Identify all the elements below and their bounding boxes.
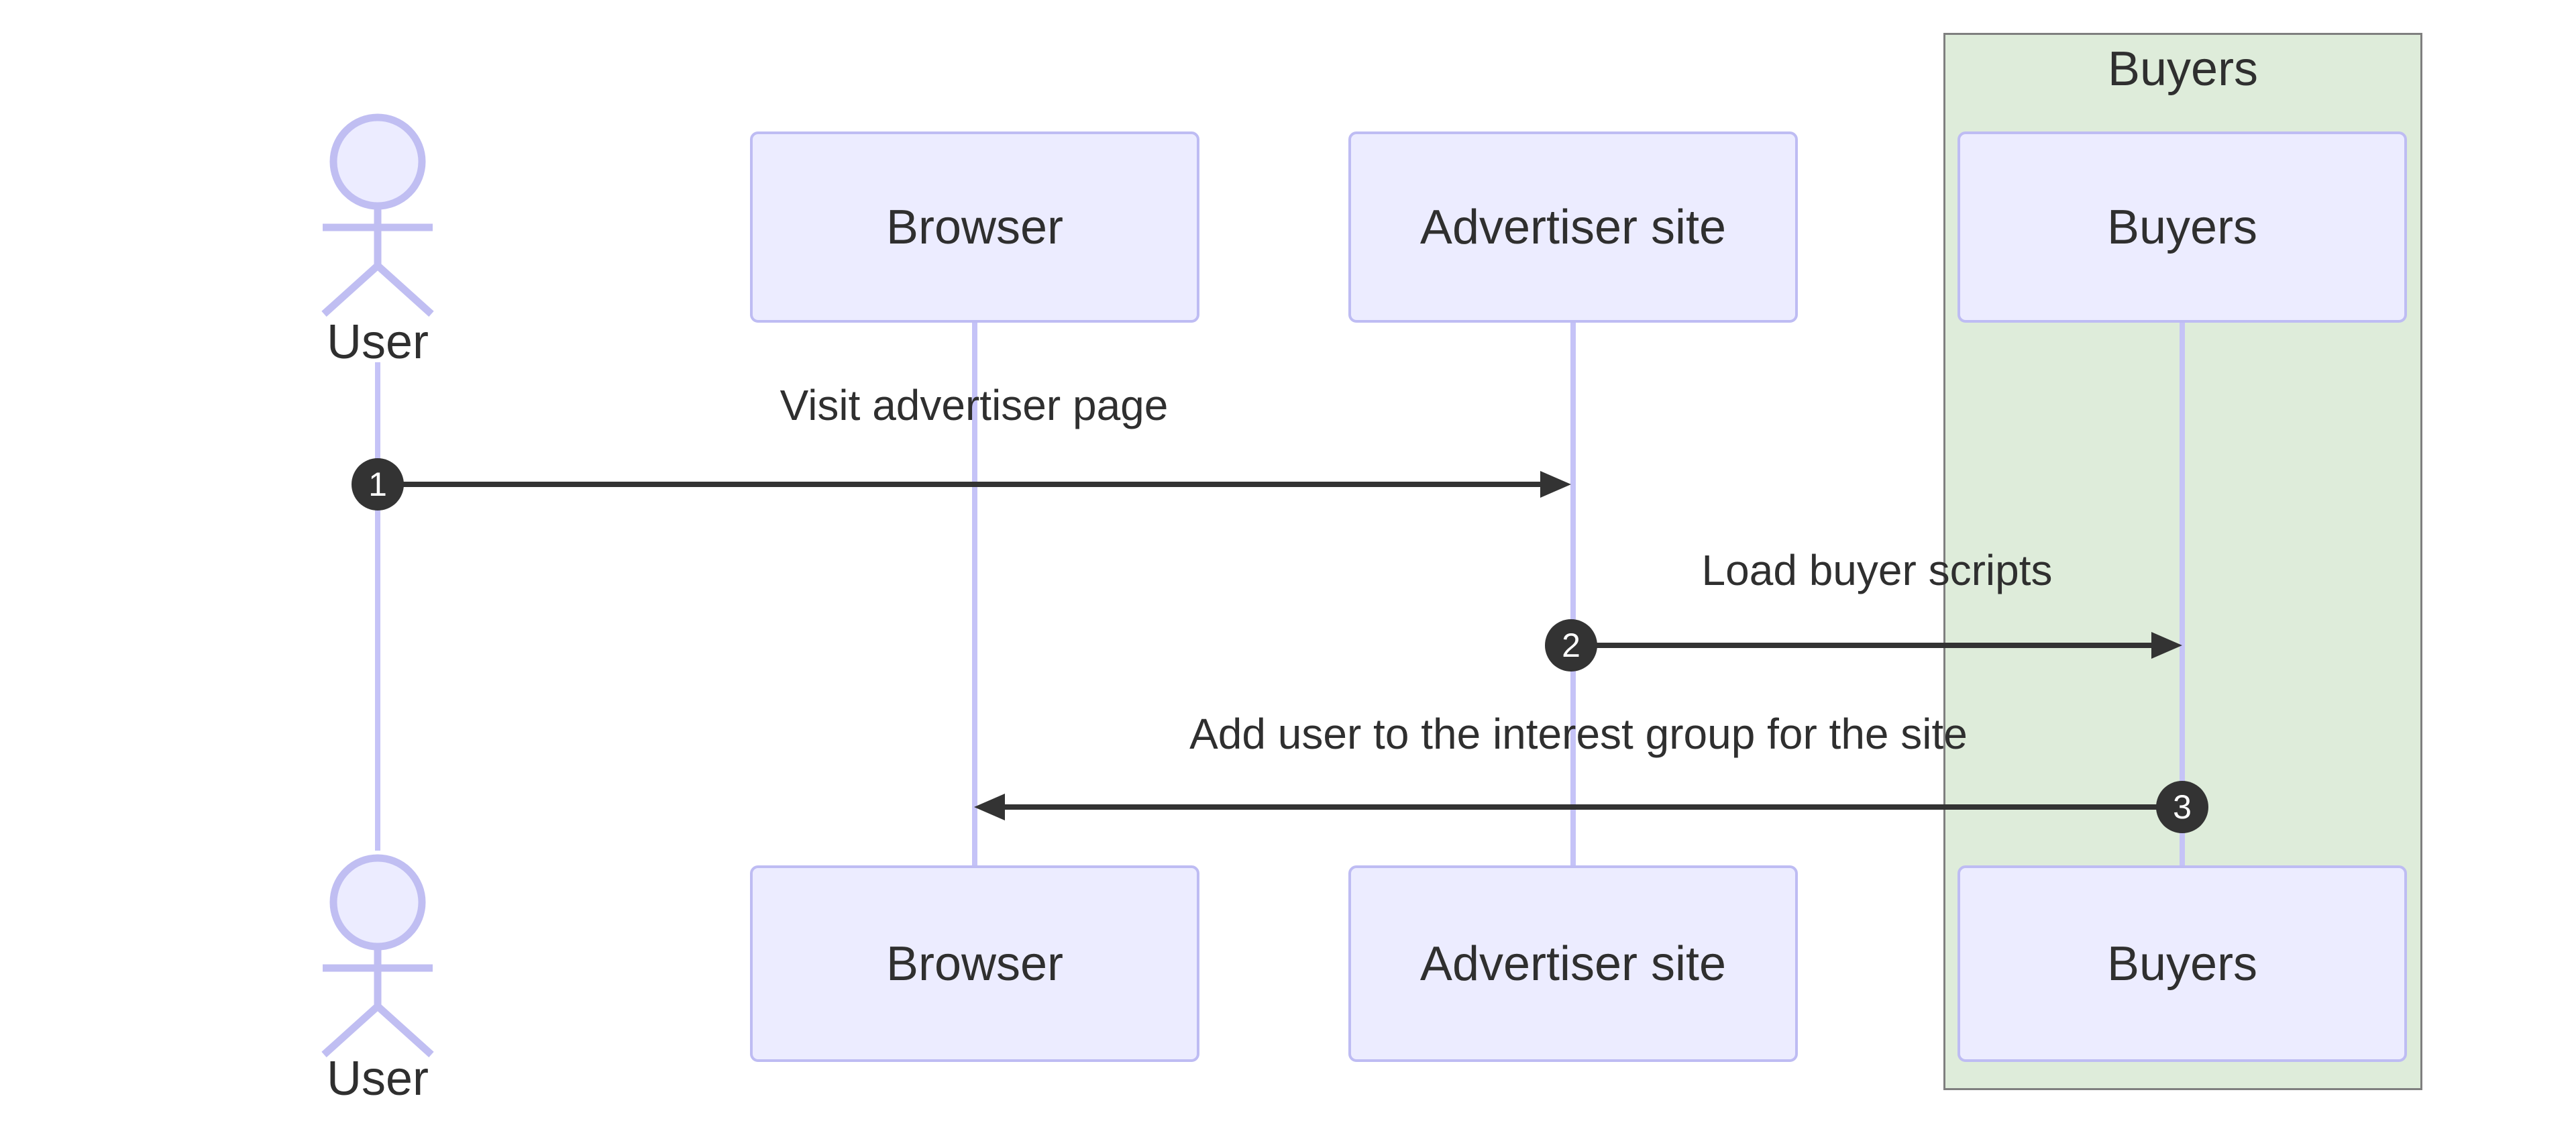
message-3-arrowhead-left	[974, 794, 1005, 820]
participant-label-browser: Browser	[885, 937, 1064, 991]
user-actor-figure-bottom	[321, 854, 434, 1058]
message-1-arrowhead-right	[1540, 471, 1571, 498]
message-1-line	[378, 482, 1541, 487]
buyers-group-label: Buyers	[2107, 42, 2259, 96]
message-1-sequence-badge: 1	[352, 458, 404, 511]
lifeline-buyers	[2180, 322, 2185, 865]
participant-label-buyers: Buyers	[2106, 200, 2258, 254]
message-1-label: Visit advertiser page	[780, 381, 1169, 429]
message-2-sequence-badge: 2	[1545, 619, 1597, 672]
lifeline-browser	[972, 322, 977, 865]
user-actor-label-top: User	[326, 315, 429, 369]
actor-leg-left	[321, 262, 380, 317]
message-3-line	[1004, 804, 2182, 810]
participant-label-advertiser: Advertiser site	[1419, 937, 1727, 991]
actor-head	[329, 113, 426, 210]
user-actor-label-bottom: User	[326, 1052, 429, 1106]
participant-label-browser: Browser	[885, 200, 1064, 254]
participant-box-browser-bottom: Browser	[750, 865, 1199, 1062]
participant-box-browser-top: Browser	[750, 131, 1199, 323]
actor-leg-left	[321, 1003, 380, 1058]
participant-label-advertiser: Advertiser site	[1419, 200, 1727, 254]
actor-leg-right	[375, 1003, 434, 1058]
participant-box-advertiser-top: Advertiser site	[1348, 131, 1798, 323]
participant-box-buyers-bottom: Buyers	[1957, 865, 2407, 1062]
lifeline-user	[375, 362, 380, 851]
message-2-line	[1571, 643, 2152, 648]
actor-leg-right	[375, 262, 434, 317]
lifeline-advertiser	[1570, 322, 1576, 865]
message-2-sequence-number: 2	[1562, 627, 1580, 664]
message-2-arrowhead-right	[2151, 632, 2182, 659]
message-3-sequence-badge: 3	[2156, 781, 2208, 833]
message-3-sequence-number: 3	[2173, 788, 2192, 826]
actor-head	[329, 854, 426, 951]
message-1-sequence-number: 1	[368, 466, 387, 503]
participant-label-buyers: Buyers	[2106, 937, 2258, 991]
user-actor-figure-top	[321, 113, 434, 317]
message-2-label: Load buyer scripts	[1701, 546, 2053, 594]
message-3-label: Add user to the interest group for the s…	[1189, 710, 1968, 758]
participant-box-advertiser-bottom: Advertiser site	[1348, 865, 1798, 1062]
participant-box-buyers-top: Buyers	[1957, 131, 2407, 323]
